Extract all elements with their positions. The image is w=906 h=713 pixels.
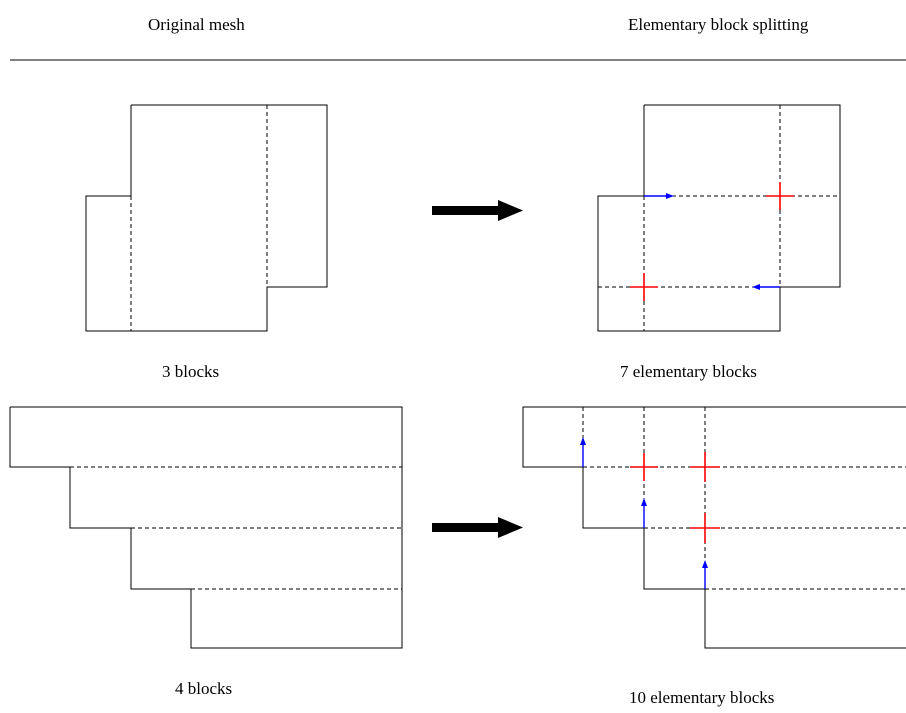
mesh-outline xyxy=(9,406,403,649)
split-markers-bottom xyxy=(630,452,720,543)
header-elementary-block-splitting: Elementary block splitting xyxy=(628,15,809,34)
original-mesh-4-blocks xyxy=(9,406,403,649)
caption-4-blocks: 4 blocks xyxy=(175,679,233,698)
header-original-mesh: Original mesh xyxy=(148,15,245,34)
caption-10-elementary-blocks: 10 elementary blocks xyxy=(629,688,775,707)
transform-arrow-top xyxy=(432,200,523,221)
mesh-outline xyxy=(85,104,328,332)
transform-arrow-bottom xyxy=(432,517,523,538)
caption-3-blocks: 3 blocks xyxy=(162,362,220,381)
caption-7-elementary-blocks: 7 elementary blocks xyxy=(620,362,757,381)
propagation-arrows-bottom xyxy=(580,437,708,589)
mesh-outline xyxy=(522,406,906,649)
original-mesh-3-blocks xyxy=(85,104,328,332)
mesh-outline xyxy=(597,104,841,332)
propagation-arrows-top xyxy=(644,193,780,290)
elementary-mesh-7-blocks xyxy=(597,104,841,332)
split-markers-top xyxy=(630,182,794,301)
